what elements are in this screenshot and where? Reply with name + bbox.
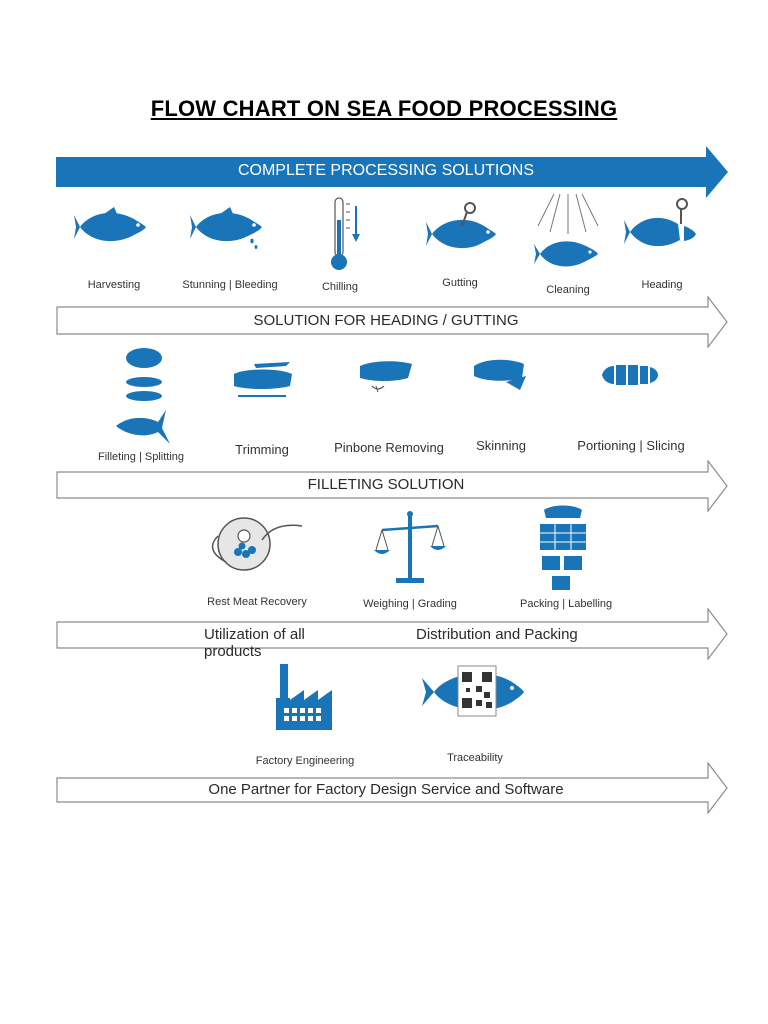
step-label: Filleting | Splitting bbox=[97, 451, 184, 463]
band-label: COMPLETE PROCESSING SOLUTIONS bbox=[237, 162, 535, 179]
band-filleting: FILLETING SOLUTION bbox=[56, 460, 728, 512]
band-arrow-outline bbox=[56, 460, 728, 512]
scale-icon bbox=[374, 511, 446, 583]
band-label-left: Utilization of all products bbox=[204, 626, 305, 660]
factory-icon bbox=[276, 664, 332, 730]
recovery-icon bbox=[211, 517, 303, 571]
heading-fish-icon bbox=[624, 198, 696, 247]
step-label: Chilling bbox=[321, 281, 359, 293]
step-label: Rest Meat Recovery bbox=[207, 596, 307, 608]
thermometer-icon bbox=[331, 197, 360, 270]
pinbone-icon bbox=[360, 361, 412, 393]
page-title: FLOW CHART ON SEA FOOD PROCESSING bbox=[150, 96, 618, 121]
band-arrow-solid bbox=[56, 146, 728, 198]
step-label: Packing | Labelling bbox=[520, 598, 613, 610]
band-one-partner: One Partner for Factory Design Service a… bbox=[56, 762, 728, 814]
step-label: Trimming bbox=[235, 442, 289, 457]
step-label: Traceability bbox=[447, 752, 503, 764]
step-label: Factory Engineering bbox=[255, 755, 355, 767]
step-label: Harvesting bbox=[87, 279, 141, 291]
step-label: Gutting bbox=[442, 277, 478, 289]
skinning-icon bbox=[474, 359, 526, 390]
step-label: Pinbone Removing bbox=[334, 440, 444, 455]
gutting-fish-icon bbox=[426, 202, 496, 249]
band-label: SOLUTION FOR HEADING / GUTTING bbox=[253, 312, 519, 329]
step-label: Skinning bbox=[476, 438, 526, 453]
step-label: Portioning | Slicing bbox=[577, 438, 685, 453]
band-utilization-distribution: Utilization of all products Distribution… bbox=[56, 608, 728, 660]
band-arrow-outline bbox=[56, 296, 728, 348]
qr-fish-icon bbox=[422, 665, 524, 717]
band-label: FILLETING SOLUTION bbox=[307, 476, 465, 493]
band-arrow-outline bbox=[56, 762, 728, 814]
trimming-icon bbox=[234, 362, 292, 397]
fish-icon bbox=[74, 207, 146, 242]
band-label: One Partner for Factory Design Service a… bbox=[208, 781, 564, 798]
band-arrow-outline bbox=[56, 608, 728, 660]
band-label-right: Distribution and Packing bbox=[416, 626, 578, 643]
step-label: Cleaning bbox=[546, 284, 590, 296]
step-label: Stunning | Bleeding bbox=[182, 279, 278, 291]
fillet-icon bbox=[116, 348, 170, 444]
band-heading-gutting: SOLUTION FOR HEADING / GUTTING bbox=[56, 296, 728, 348]
band-complete-processing: COMPLETE PROCESSING SOLUTIONS bbox=[56, 146, 728, 198]
bleeding-fish-icon bbox=[190, 207, 262, 249]
portioning-icon bbox=[602, 365, 658, 385]
packing-icon bbox=[540, 505, 586, 590]
cleaning-fish-icon bbox=[534, 193, 599, 267]
step-label: Weighing | Grading bbox=[363, 598, 457, 610]
step-label: Heading bbox=[641, 279, 683, 291]
